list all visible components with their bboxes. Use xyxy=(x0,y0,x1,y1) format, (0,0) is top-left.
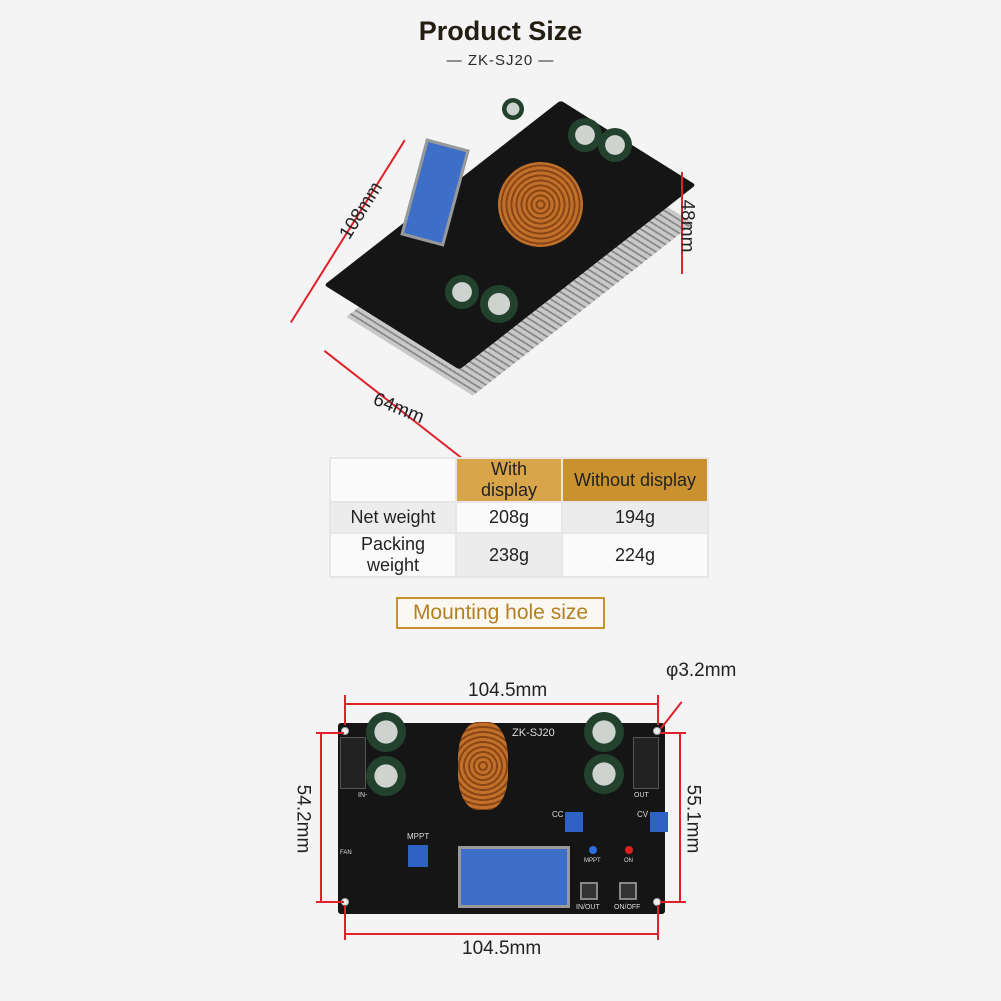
capacitor xyxy=(584,712,624,752)
potentiometer-mppt[interactable] xyxy=(408,845,428,867)
capacitor xyxy=(366,756,406,796)
capacitor xyxy=(502,98,524,120)
potentiometer-cc[interactable] xyxy=(565,812,583,832)
silk-on-off: ON/OFF xyxy=(614,904,641,911)
width-top-label: 104.5mm xyxy=(468,680,548,701)
table-row: Packing weight 238g 224g xyxy=(329,532,709,578)
page-title: Product Size xyxy=(418,16,583,46)
model-subtitle: — ZK-SJ20 — xyxy=(446,52,555,69)
capacitor xyxy=(568,118,602,152)
capacitor xyxy=(366,712,406,752)
lcd-display xyxy=(458,846,570,908)
inductor-coil xyxy=(498,162,583,247)
silk-in: IN- xyxy=(358,792,368,799)
silk-cv: CV xyxy=(637,810,649,819)
inductor-coil xyxy=(458,722,508,810)
silk-on-led: ON xyxy=(624,858,633,864)
silk-model: ZK-SJ20 xyxy=(512,727,555,739)
mounting-hole xyxy=(653,727,661,735)
capacitor xyxy=(598,128,632,162)
potentiometer-cv[interactable] xyxy=(650,812,668,832)
header-without-display: Without display xyxy=(561,457,709,503)
capacitor xyxy=(480,285,518,323)
table-header-row: With display Without display xyxy=(329,457,709,503)
product-photo-angled xyxy=(324,90,696,430)
terminal-block xyxy=(340,737,366,789)
right-height-label: 55.1mm xyxy=(682,784,704,854)
capacitor xyxy=(445,275,479,309)
header-with-display: With display xyxy=(455,457,563,503)
left-height-label: 54.2mm xyxy=(292,784,314,854)
table-row: Net weight 208g 194g xyxy=(329,501,709,534)
silk-out: OUT xyxy=(634,792,649,799)
capacitor xyxy=(584,754,624,794)
mppt-led xyxy=(589,846,597,854)
on-led xyxy=(625,846,633,854)
silk-mppt: MPPT xyxy=(407,832,430,841)
in-out-button[interactable] xyxy=(580,882,598,900)
on-off-button[interactable] xyxy=(619,882,637,900)
hole-diameter-label: φ3.2mm xyxy=(666,660,737,681)
terminal-block xyxy=(633,737,659,789)
silk-mppt-led: MPPT xyxy=(584,858,601,864)
silk-in-out: IN/OUT xyxy=(576,904,600,911)
mounting-hole xyxy=(341,727,349,735)
height-label: 48mm xyxy=(676,199,698,253)
mounting-title: Mounting hole size xyxy=(396,597,605,629)
silk-fan: FAN xyxy=(340,850,352,856)
width-bottom-label: 104.5mm xyxy=(462,938,542,959)
weight-table: With display Without display Net weight … xyxy=(329,457,709,578)
silk-cc: CC xyxy=(552,810,564,819)
